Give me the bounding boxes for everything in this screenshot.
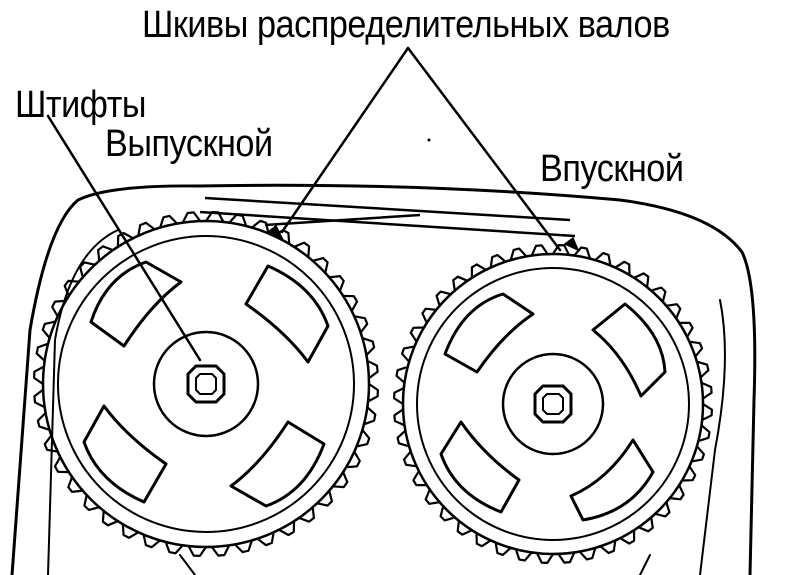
timing-cover (10, 183, 757, 575)
timing-marks (266, 224, 580, 252)
timing-belt (199, 196, 576, 238)
leader-pins (46, 114, 202, 362)
intake-pulley-teeth (393, 244, 713, 564)
exhaust-pulley-bolt (186, 364, 226, 404)
intake-pulley-bolt (533, 384, 573, 424)
intake-pulley-rim (401, 252, 705, 556)
exhaust-pulley-teeth (33, 211, 379, 557)
exhaust-label: Выпускной (105, 123, 273, 165)
intake-timing-mark (563, 236, 580, 252)
exhaust-pulley-inner-rim (57, 235, 355, 533)
pins-label: Штифты (15, 84, 147, 126)
intake-pulley (393, 244, 713, 564)
intake-pulley-hub (501, 352, 605, 456)
exhaust-pulley (33, 211, 379, 557)
exhaust-pulley-rim (41, 219, 371, 549)
exhaust-timing-mark (266, 224, 284, 240)
camshaft-pulleys-label: Шкивы распределительных валов (142, 4, 670, 46)
leader-lines (46, 46, 562, 362)
leader-intake-pulley (406, 46, 562, 252)
intake-label: Впускной (540, 148, 684, 190)
intake-pulley-inner-rim (416, 267, 690, 541)
exhaust-pulley-spoke-windows (82, 260, 330, 508)
exhaust-pulley-hub (152, 330, 260, 438)
leader-exhaust-pulley (280, 46, 410, 234)
intake-pulley-spoke-windows (439, 292, 667, 522)
